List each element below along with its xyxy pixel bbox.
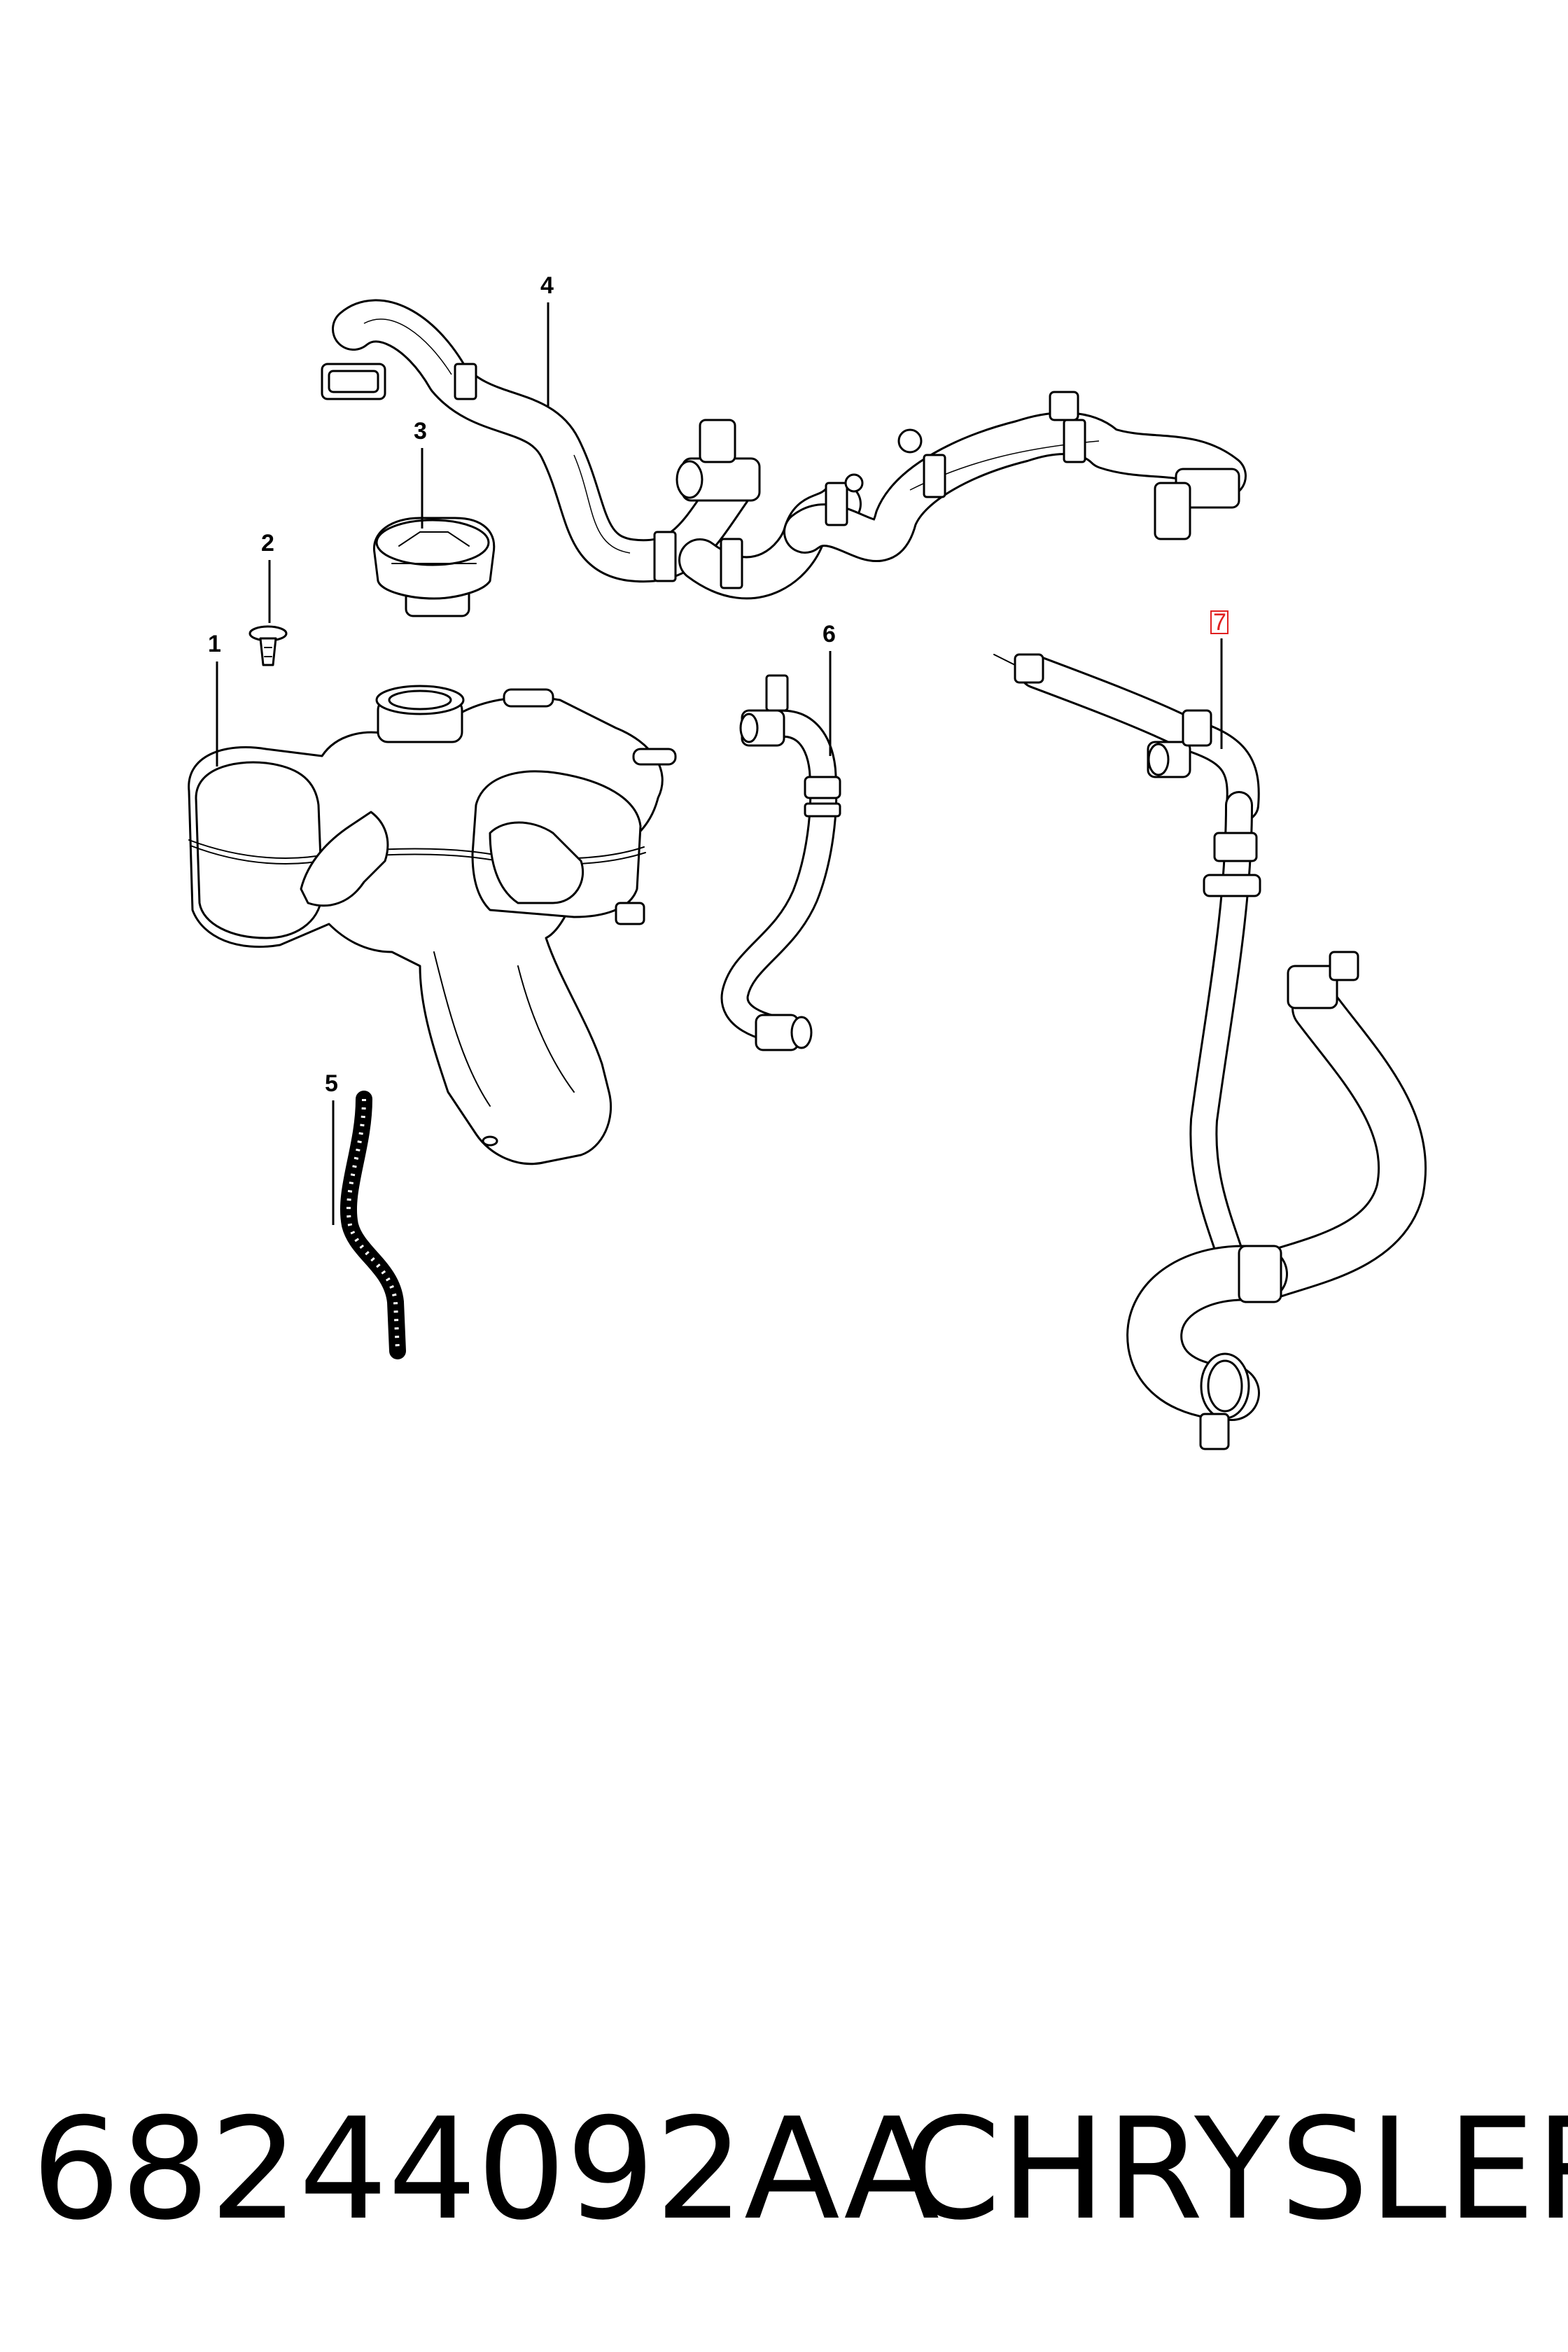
callout-7: 7 <box>1210 609 1228 749</box>
callout-label: 6 <box>822 621 836 648</box>
callout-label: 4 <box>540 272 554 299</box>
callout-label: 1 <box>208 631 221 657</box>
coolant-reservoir <box>188 685 677 1166</box>
callout-3: 3 <box>414 418 427 528</box>
highlight-box <box>1210 610 1228 634</box>
callout-label: 2 <box>261 530 274 556</box>
radiator-hose-assembly <box>993 653 1427 1450</box>
pressure-cap <box>372 517 496 617</box>
callout-label: 5 <box>325 1070 338 1097</box>
callout-4: 4 <box>540 272 554 406</box>
callout-label: 3 <box>414 418 427 444</box>
manufacturer-name: CHRYSLER <box>903 2088 1568 2251</box>
callout-2: 2 <box>261 530 274 623</box>
part-number: 68244092AA <box>31 2088 940 2251</box>
return-hose <box>720 674 841 1051</box>
callout-6: 6 <box>822 621 836 756</box>
footer: 68244092AA CHRYSLER <box>0 2086 1568 2268</box>
callout-5: 5 <box>325 1070 338 1225</box>
overflow-hose <box>340 1091 406 1359</box>
heater-hose-assembly <box>321 299 1247 600</box>
push-pin-fastener <box>248 625 288 666</box>
callout-1: 1 <box>208 631 221 766</box>
callout-label: 7 <box>1213 609 1226 636</box>
